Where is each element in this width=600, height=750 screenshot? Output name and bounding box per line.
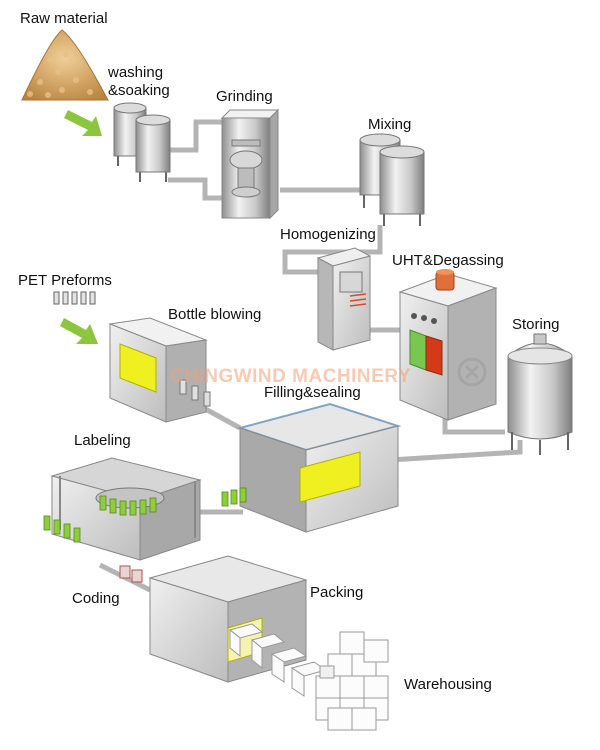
raw-material-pile <box>21 29 109 101</box>
label-washing-line2: &soaking <box>108 82 170 99</box>
label-pet-preforms: PET Preforms <box>18 272 112 289</box>
arrow-to-bottle-blowing-icon <box>60 318 98 344</box>
filling-sealing-machine <box>236 402 402 533</box>
storing-tank <box>507 333 573 455</box>
mixing-tanks <box>359 133 425 226</box>
grinding-machine <box>220 108 280 220</box>
label-mixing: Mixing <box>368 116 412 133</box>
label-washing-line1: washing <box>108 64 164 81</box>
watermark-logo-icon <box>457 357 487 387</box>
label-uht-degassing: UHT&Degassing <box>392 252 504 269</box>
bottle-blowing-machine <box>108 317 211 423</box>
uht-degassing-unit <box>398 269 498 421</box>
homogenizer <box>316 247 372 351</box>
label-bottle-blowing: Bottle blowing <box>168 306 262 323</box>
label-filling-sealing: Filling&sealing <box>264 384 361 401</box>
label-packing: Packing <box>310 584 364 601</box>
pet-preforms <box>53 291 96 305</box>
warehouse-stack <box>315 631 389 731</box>
label-grinding: Grinding <box>216 88 273 105</box>
labeling-machine <box>43 457 247 561</box>
label-coding: Coding <box>72 590 120 607</box>
label-homogenizing: Homogenizing <box>280 226 376 243</box>
watermark-text: CHINGWIND MACHINERY <box>170 366 412 387</box>
label-storing: Storing <box>512 316 560 333</box>
label-warehousing: Warehousing <box>404 676 492 693</box>
carton-boxes <box>228 623 328 697</box>
label-labeling: Labeling <box>74 432 131 449</box>
arrow-to-washing-icon <box>64 110 102 136</box>
label-raw-material: Raw material <box>20 10 108 27</box>
coding-device <box>119 565 143 583</box>
washing-soaking-tanks <box>113 102 171 182</box>
